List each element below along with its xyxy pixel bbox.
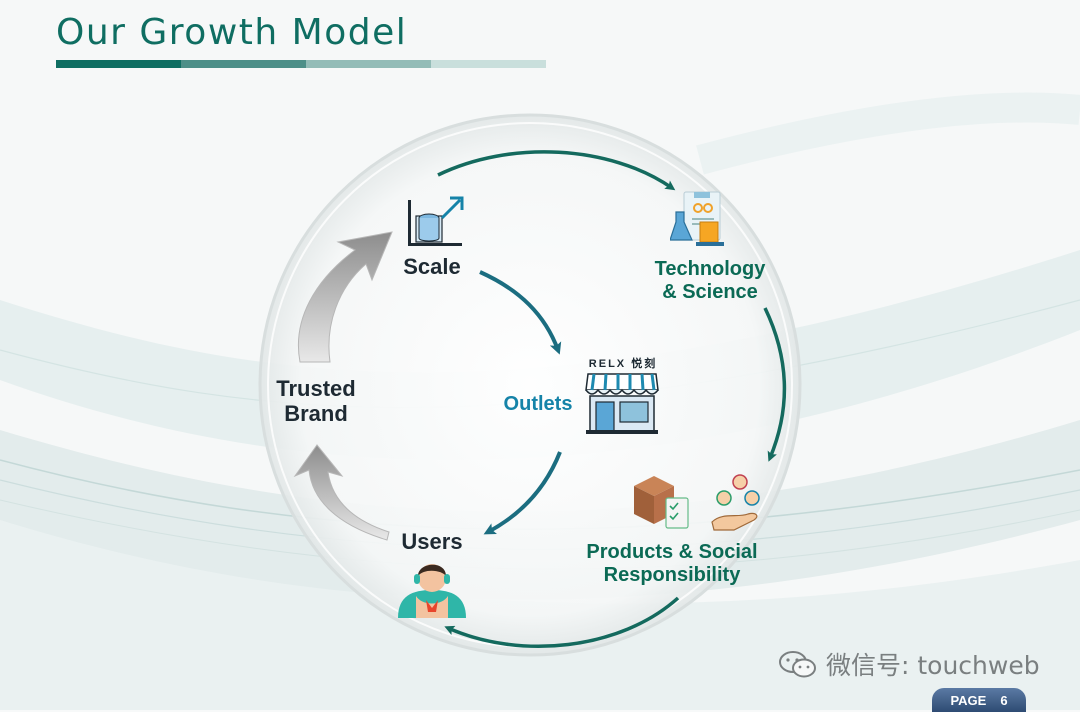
title-underline [56,60,546,68]
box-and-people-icon [634,474,760,531]
products-label-line1: Products & Social [586,541,758,563]
wechat-icon [779,651,816,678]
arrow-technology-to-products [763,307,787,462]
products-label-line2: Responsibility [603,564,741,586]
page-number-badge: PAGE 6 [932,688,1026,712]
users-label: Users [401,529,463,554]
outlets-store-sign: RELX 悦刻 [588,358,658,370]
bar-chart-growth-icon [408,196,464,246]
storefront-icon [585,373,659,434]
page-label: PAGE [950,692,987,708]
arrow-outlets-to-users [483,451,562,535]
watermark-text: 微信号: touchweb [826,651,1040,680]
scale-label: Scale [403,254,461,279]
cycle-circle [258,113,802,657]
outlets-label: Outlets [503,393,573,415]
wechat-watermark: 微信号: touchweb [778,646,1040,682]
arrow-products-to-users [444,596,680,648]
products-label: Products & Social Responsibility [584,541,760,587]
brand-label: Trusted Brand [266,376,366,427]
technology-label-line1: Technology [654,258,766,280]
arrow-users-to-brand [293,444,390,541]
brand-label-line2: Brand [284,401,348,427]
brand-label-line1: Trusted [276,376,356,401]
page-number: 6 [1000,692,1008,708]
arrow-scale-to-technology [437,150,676,191]
arrow-brand-to-scale [298,231,393,363]
page-title: Our Growth Model [56,12,408,53]
arrow-scale-to-outlets [479,270,562,355]
technology-label-line2: & Science [662,281,758,303]
technology-label: Technology & Science [646,258,774,304]
user-avatar-icon [398,564,466,618]
lab-flask-icon [670,191,724,246]
